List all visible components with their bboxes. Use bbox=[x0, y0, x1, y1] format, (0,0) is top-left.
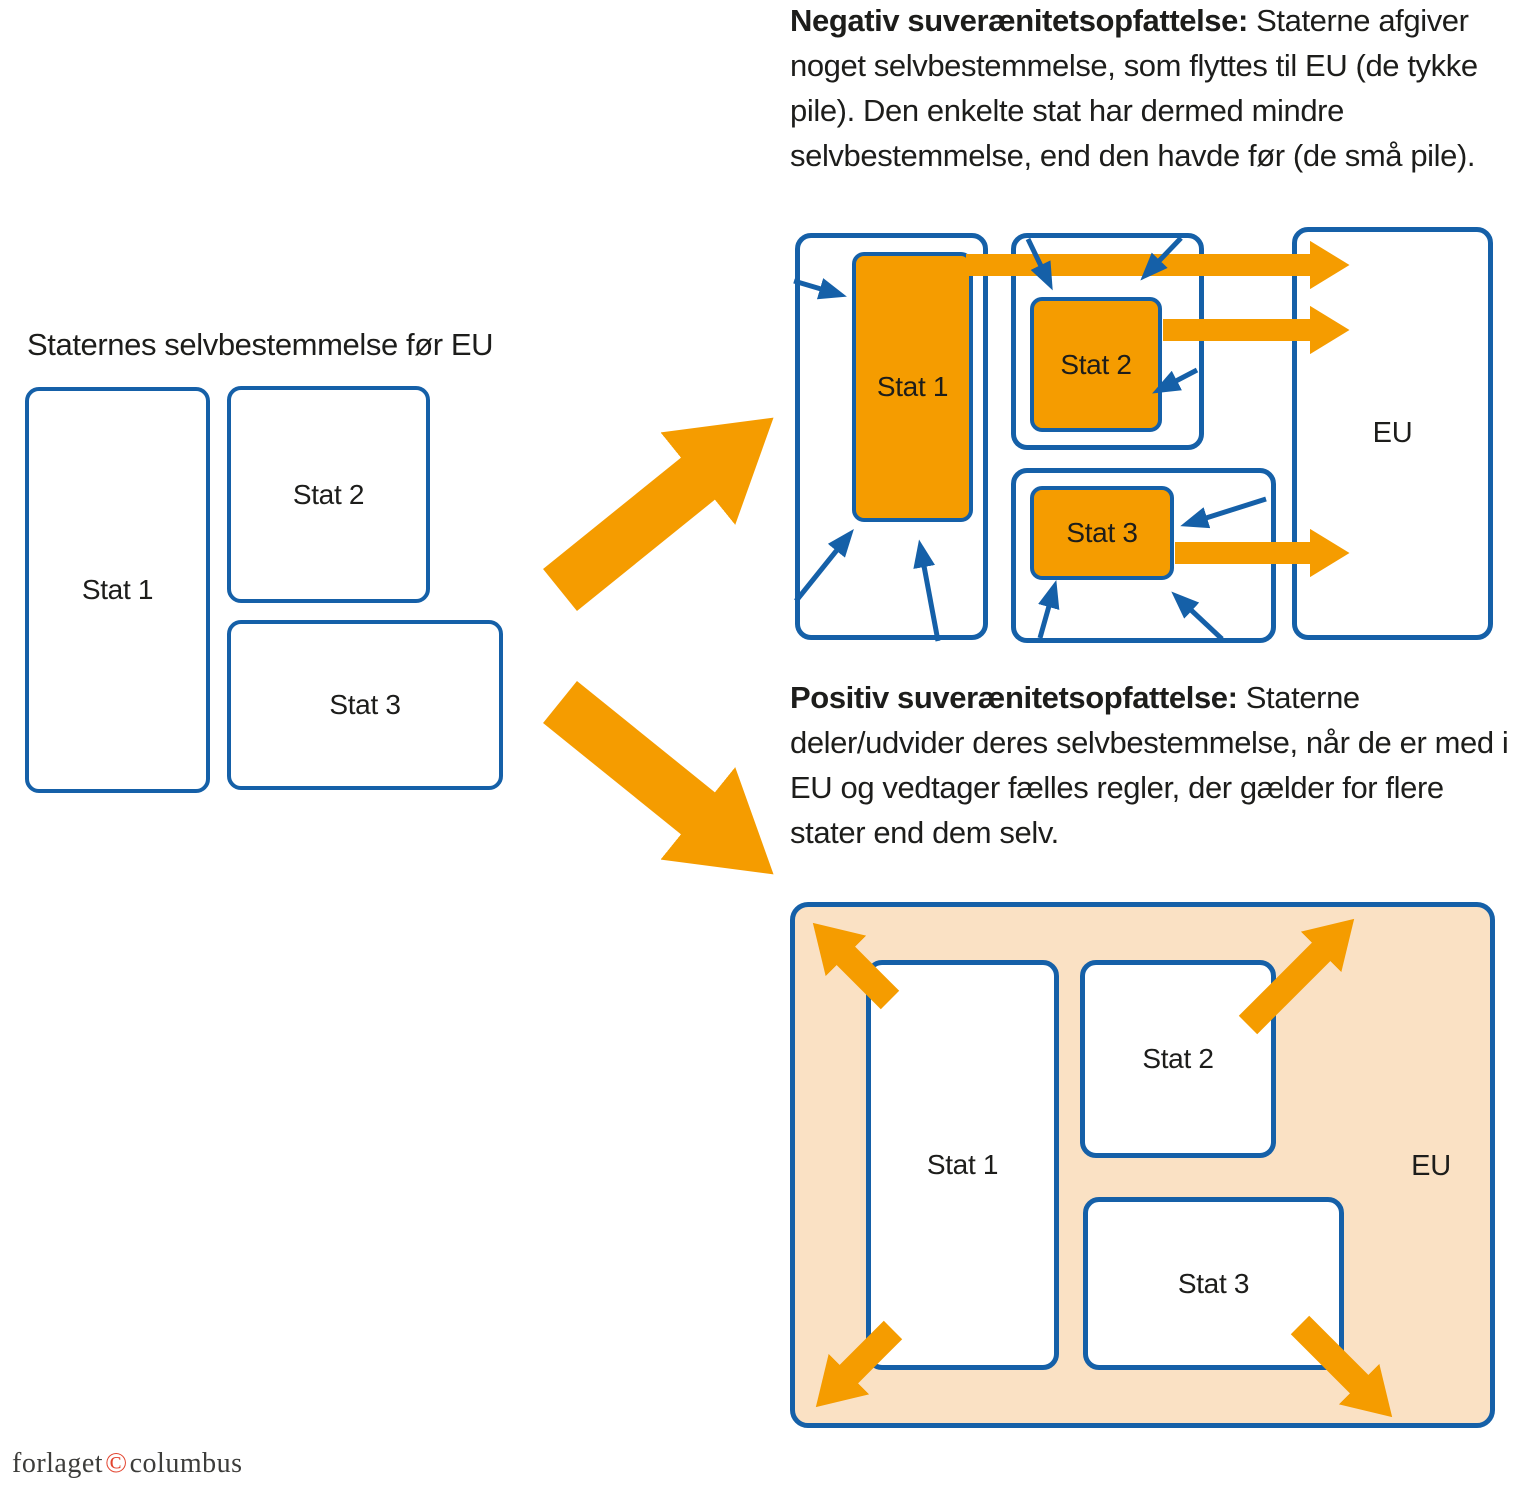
before-stat1-label: Stat 1 bbox=[81, 574, 154, 605]
copyright-icon: © bbox=[105, 1447, 128, 1479]
positive-stat2-label: Stat 2 bbox=[1142, 1043, 1214, 1074]
negative-eu-label: EU bbox=[1372, 417, 1413, 449]
negative-stat3-box: Stat 3 bbox=[1030, 486, 1174, 580]
before-stat3-box: Stat 3 bbox=[227, 620, 503, 790]
transition-arrow-to-positive bbox=[543, 680, 774, 875]
negative-caption-heading: Negativ suverænitetsopfattelse: bbox=[790, 3, 1248, 38]
before-stat1-box: Stat 1 bbox=[25, 387, 210, 793]
negative-stat2-box: Stat 2 bbox=[1030, 297, 1162, 432]
positive-caption-body: Staterne deler/udvider deres selvbestemm… bbox=[790, 680, 1509, 850]
negative-caption: Negativ suverænitetsopfattelse: Staterne… bbox=[790, 0, 1520, 178]
publisher-logo-pre: forlaget bbox=[12, 1448, 104, 1479]
before-stat2-box: Stat 2 bbox=[227, 386, 430, 603]
transition-arrow-to-negative bbox=[543, 417, 774, 612]
positive-stat1-label: Stat 1 bbox=[926, 1149, 999, 1180]
positive-caption: Positiv suverænitetsopfattelse: Staterne… bbox=[790, 675, 1520, 855]
negative-stat3-label: Stat 3 bbox=[1066, 517, 1138, 548]
positive-stat1-box: Stat 1 bbox=[866, 960, 1059, 1370]
positive-stat3-box: Stat 3 bbox=[1083, 1197, 1344, 1370]
before-eu-title: Staternes selvbestemmelse før EU bbox=[27, 327, 494, 362]
positive-caption-heading: Positiv suverænitetsopfattelse: bbox=[790, 680, 1238, 715]
publisher-logo-post: columbus bbox=[129, 1448, 243, 1479]
positive-eu-label: EU bbox=[1411, 1150, 1451, 1182]
negative-stat1-label: Stat 1 bbox=[876, 371, 949, 402]
negative-caption-body: Staterne afgiver noget selvbestemmelse, … bbox=[790, 3, 1478, 173]
negative-eu-box: EU bbox=[1292, 227, 1493, 640]
before-stat3-label: Stat 3 bbox=[329, 689, 401, 720]
before-stat2-label: Stat 2 bbox=[292, 478, 365, 510]
publisher-logo: forlaget©columbus bbox=[12, 1447, 243, 1480]
negative-stat1-box: Stat 1 bbox=[852, 252, 973, 522]
positive-stat2-box: Stat 2 bbox=[1080, 960, 1276, 1158]
negative-stat2-label: Stat 2 bbox=[1060, 348, 1132, 380]
positive-stat3-label: Stat 3 bbox=[1177, 1267, 1250, 1299]
